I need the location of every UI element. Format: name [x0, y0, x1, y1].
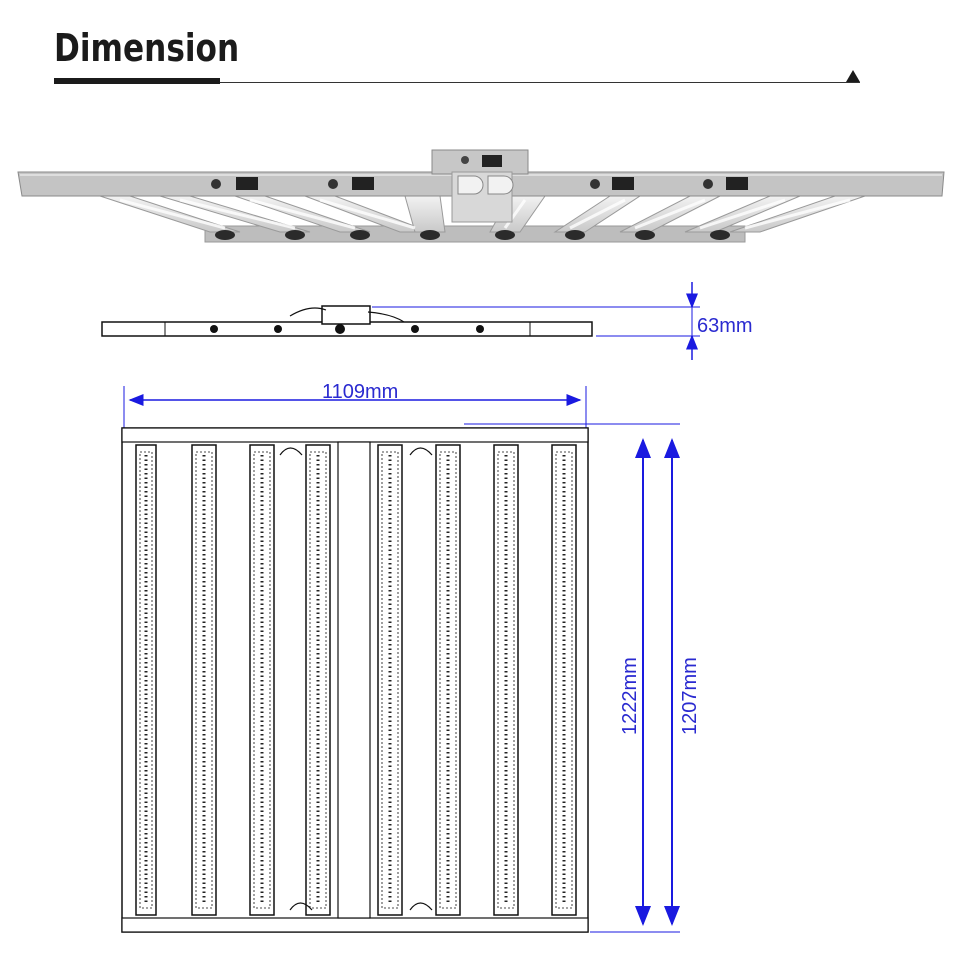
- page-title: Dimension: [54, 26, 240, 70]
- triangle-marker-icon: [846, 70, 860, 82]
- led-strip: [381, 451, 399, 909]
- center-spine: [337, 441, 371, 919]
- width-label: 1109mm: [322, 381, 398, 403]
- led-strip: [139, 451, 153, 909]
- perspective-view: [17, 149, 945, 243]
- title-underline-bar: [54, 78, 220, 84]
- length-outer-label: 1222mm: [619, 657, 641, 735]
- height-label: 63mm: [697, 315, 753, 337]
- side-driver: [321, 305, 371, 325]
- cable-loop: [289, 902, 313, 911]
- top-view: 1109mm 1222mm 1207mm: [121, 381, 701, 933]
- frame-connectors: [211, 177, 748, 190]
- length-inner-label: 1207mm: [679, 657, 701, 735]
- bar-end-caps: [215, 230, 730, 240]
- led-strip: [309, 451, 327, 909]
- led-strip: [195, 451, 213, 909]
- cable-loop: [409, 902, 433, 911]
- led-bars-top: [135, 444, 577, 916]
- side-view: 63mm: [101, 282, 753, 360]
- cable-loop: [409, 447, 433, 456]
- led-strip: [253, 451, 271, 909]
- led-strip: [439, 451, 457, 909]
- cable-loop: [279, 447, 303, 456]
- led-strip: [497, 451, 515, 909]
- led-strip: [555, 451, 573, 909]
- driver-box: [431, 149, 529, 175]
- title-rule: [220, 82, 860, 83]
